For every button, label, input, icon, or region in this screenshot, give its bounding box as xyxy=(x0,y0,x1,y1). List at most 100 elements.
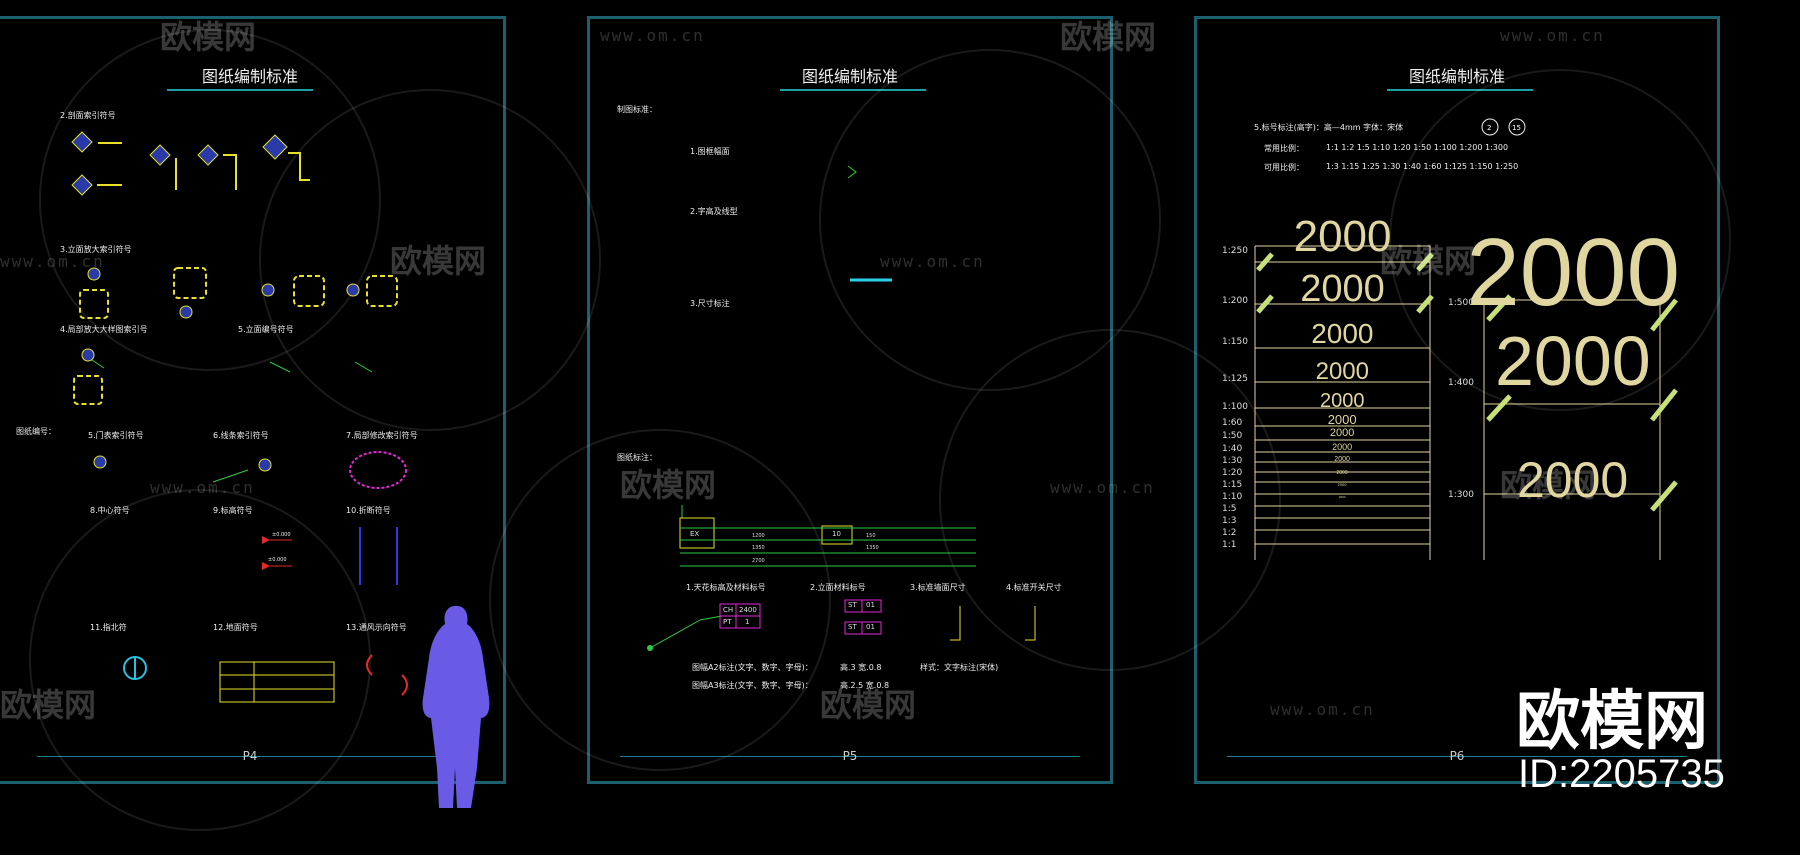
item-heading: 3.尺寸标注 xyxy=(690,299,730,308)
title-underline xyxy=(780,89,926,91)
section-heading: 5.门表索引符号 xyxy=(88,431,144,440)
scale-sample-text: 2000 xyxy=(1311,317,1374,349)
code-1: 1 xyxy=(745,618,750,626)
watermark-site: www.om.cn xyxy=(600,26,705,45)
watermark-site: www.om.cn xyxy=(880,252,985,271)
dim-value: 1350 xyxy=(752,545,765,551)
section-heading: 11.指北符 xyxy=(90,623,127,632)
section-heading: 10.折断符号 xyxy=(346,506,391,515)
watermark-logo: 欧模网 xyxy=(1500,466,1597,504)
scale-label: 1:300 xyxy=(1448,490,1474,500)
section-heading: 图纸标注： xyxy=(617,453,657,462)
elevation-value: ±0.000 xyxy=(272,532,291,538)
watermark-logo: 欧模网 xyxy=(620,466,717,504)
watermark-site: www.om.cn xyxy=(1270,700,1375,719)
watermark-logo: 欧模网 xyxy=(820,686,917,724)
code-2400: 2400 xyxy=(739,606,757,614)
watermark-site: www.om.cn xyxy=(1050,478,1155,497)
scale-label: 1:3 xyxy=(1222,516,1237,526)
section-heading: 13.通风示向符号 xyxy=(346,623,407,632)
note-text: 图幅A3标注(文字、数字、字母)： xyxy=(692,681,813,690)
item-heading: 1.图框幅面 xyxy=(690,147,730,156)
circle-number: 15 xyxy=(1512,124,1521,132)
scale-label: 1:30 xyxy=(1222,456,1243,466)
scale-sample-text: 2000 xyxy=(1337,482,1347,488)
elevation-value: ±0.000 xyxy=(268,557,287,563)
scale-sample-text: 2000 xyxy=(1327,412,1357,428)
section-heading: 8.中心符号 xyxy=(90,506,130,515)
section-heading: 12.地面符号 xyxy=(213,623,258,632)
note-text: 高.3 宽.0.8 xyxy=(840,663,882,672)
common-scales: 1:1 1:2 1:5 1:10 1:20 1:50 1:100 1:200 1… xyxy=(1326,143,1509,152)
item-heading: 1.天花标高及材料标号 xyxy=(686,583,766,592)
watermark-site: www.om.cn xyxy=(0,252,105,271)
scale-sample-text: 2000 xyxy=(1332,441,1353,452)
sheet-title: 图纸编制标准 xyxy=(1408,67,1505,86)
scale-sample-text: 2000 xyxy=(1338,495,1346,500)
optional-scales: 1:3 1:15 1:25 1:30 1:40 1:60 1:125 1:150… xyxy=(1326,162,1519,171)
code-st: ST xyxy=(848,601,857,609)
section-heading: 5.立面编号符号 xyxy=(238,325,294,334)
brand-id: ID:2205735 xyxy=(1518,752,1725,796)
watermark-logo: 欧模网 xyxy=(1380,242,1477,280)
scale-sample-text: 2000 xyxy=(1334,455,1350,463)
page-number: P5 xyxy=(842,749,858,763)
scale-label: 1:500 xyxy=(1448,298,1474,308)
scale-label: 1:200 xyxy=(1222,296,1248,306)
dim-value: 150 xyxy=(866,533,876,539)
scale-sample-text: 2000 xyxy=(1315,358,1369,386)
sheet-title: 图纸编制标准 xyxy=(801,67,898,86)
circle-number: 2 xyxy=(1487,124,1492,132)
item-heading: 3.标准墙面尺寸 xyxy=(910,583,966,592)
note-text: 高.2.5 宽.0.8 xyxy=(840,681,890,690)
dim-label: EX xyxy=(690,530,700,538)
drawing-code-label: 图纸编号： xyxy=(16,427,56,436)
section-heading: 7.局部修改索引符号 xyxy=(346,431,418,440)
scale-label: 1:10 xyxy=(1222,492,1243,502)
section-heading: 4.局部放大大样图索引号 xyxy=(60,325,148,334)
scale-sample-text: 2000 xyxy=(1320,390,1365,412)
sheet-p6: 图纸编制标准 P6 xyxy=(1194,16,1720,784)
brand-logo: 欧模网 xyxy=(1516,685,1708,759)
item-heading: 2.字高及线型 xyxy=(690,207,738,216)
section-heading: 9.标高符号 xyxy=(213,506,253,515)
scale-label: 1:5 xyxy=(1222,504,1237,514)
sheet-p5: 图纸编制标准 P5 xyxy=(587,16,1113,784)
scale-sample-text: 2000 xyxy=(1293,212,1392,262)
scale-label: 1:20 xyxy=(1222,468,1243,478)
section-heading: 6.线条索引符号 xyxy=(213,431,269,440)
note-text: 图幅A2标注(文字、数字、字母)： xyxy=(692,663,813,672)
optional-scales-label: 可用比例： xyxy=(1264,163,1304,172)
note-text: 样式：文字标注(宋体) xyxy=(920,663,999,672)
dim-value: 2700 xyxy=(752,558,765,564)
scale-label: 1:250 xyxy=(1222,246,1248,256)
dim-value: 1350 xyxy=(866,545,879,551)
scale-sample-text: 2000 xyxy=(1336,469,1348,476)
scale-label: 1:60 xyxy=(1222,418,1243,428)
scale-label: 1:40 xyxy=(1222,444,1243,454)
code-ch: CH xyxy=(723,606,734,614)
page-number: P4 xyxy=(242,749,258,763)
scale-label: 1:100 xyxy=(1222,402,1248,412)
scale-label: 1:400 xyxy=(1448,378,1474,388)
scale-sample-text: 2000 xyxy=(1300,267,1385,310)
page-number: P6 xyxy=(1449,749,1465,763)
watermark-logo: 欧模网 xyxy=(390,242,487,280)
code-st: ST xyxy=(848,623,857,631)
footer-line xyxy=(1227,756,1687,757)
footer-line xyxy=(37,756,477,757)
code-01: 01 xyxy=(866,623,875,631)
sheet-p4: 图纸编制标准 P4 xyxy=(0,16,506,784)
scale-sample-text: 2000 xyxy=(1517,452,1629,508)
scale-sample-text: 2000 xyxy=(1495,322,1651,400)
section-heading: 制图标准： xyxy=(617,105,657,114)
footer-line xyxy=(620,756,1080,757)
section-heading: 3.立面放大索引符号 xyxy=(60,245,132,254)
common-scales-label: 常用比例： xyxy=(1264,144,1304,153)
item-heading: 4.标准开关尺寸 xyxy=(1006,583,1062,592)
code-pt: PT xyxy=(723,618,732,626)
scale-label: 1:2 xyxy=(1222,528,1237,538)
scale-label: 1:150 xyxy=(1222,337,1248,347)
scale-sample-text: 2000 xyxy=(1329,427,1355,440)
